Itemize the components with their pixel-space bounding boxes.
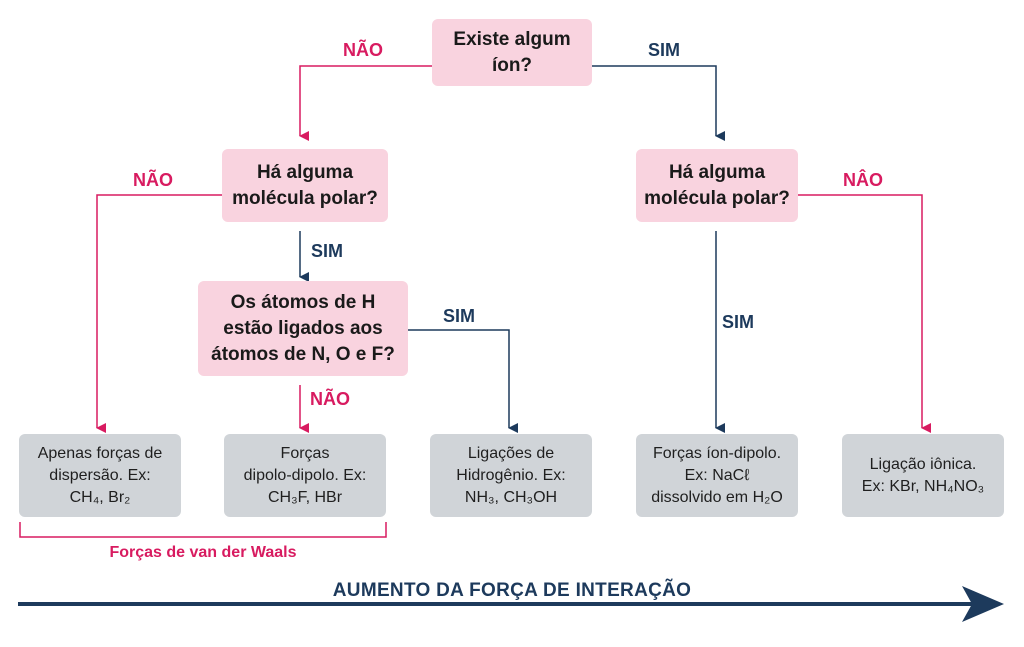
van-der-waals-label: Forças de van der Waals <box>109 544 297 561</box>
label-polar-left-no: NÃO <box>133 170 173 190</box>
result-dipole-line-2: dipolo-dipolo. Ex: <box>243 466 367 484</box>
van-der-waals-bracket <box>19 522 387 538</box>
question-hydrogen: Os átomos de H estão ligados aos átomos … <box>198 281 408 376</box>
result-hbond-line-1: Ligações de <box>467 444 555 462</box>
question-hydrogen-line-3: átomos de N, O e F? <box>211 343 395 365</box>
label-hydrogen-no: NÃO <box>310 389 350 409</box>
result-dipole-line-1: Forças <box>280 444 330 462</box>
question-ion-line-1: Existe algum <box>453 28 571 50</box>
result-ion-dipole-line-2: Ex: NaCℓ <box>684 466 750 484</box>
result-dispersion-line-1: Apenas forças de <box>37 444 163 462</box>
result-ion-dipole: Forças íon-dipolo. Ex: NaCℓ dissolvido e… <box>636 434 798 517</box>
question-ion: Existe algum íon? <box>432 19 592 86</box>
question-polar-right: Há alguma molécula polar? <box>636 149 798 222</box>
question-polar-left-line-1: Há alguma <box>256 161 354 183</box>
question-polar-right-line-2: molécula polar? <box>644 187 790 209</box>
label-hydrogen-yes: SIM <box>443 306 476 326</box>
edge-hydrogen-yes <box>408 329 518 433</box>
question-ion-line-2: íon? <box>491 54 533 76</box>
question-hydrogen-line-1: Os átomos de H <box>230 291 376 313</box>
result-ionic-line-2: Ex: KBr, NH₄NO₃ <box>861 477 985 495</box>
question-polar-right-line-1: Há alguma <box>668 161 766 183</box>
label-polar-right-no: NÂO <box>843 170 883 190</box>
result-ion-dipole-line-1: Forças íon-dipolo. <box>652 444 782 462</box>
label-ion-no: NÃO <box>343 40 383 60</box>
question-polar-left-line-2: molécula polar? <box>232 187 378 209</box>
result-dipole: Forças dipolo-dipolo. Ex: CH₃F, HBr <box>224 434 386 517</box>
result-hbond-line-2: Hidrogênio. Ex: <box>456 466 566 484</box>
label-ion-yes: SIM <box>648 40 681 60</box>
edge-ion-yes <box>592 65 725 141</box>
result-dispersion-line-2: dispersão. Ex: <box>49 466 151 484</box>
result-dispersion-line-3: CH₄, Br₂ <box>69 488 131 506</box>
edge-ion-no <box>299 65 432 141</box>
result-ionic-line-1: Ligação iônica. <box>869 455 977 473</box>
result-dispersion: Apenas forças de dispersão. Ex: CH₄, Br₂ <box>19 434 181 517</box>
question-hydrogen-line-2: estão ligados aos <box>223 317 383 339</box>
result-hbond: Ligações de Hidrogênio. Ex: NH₃, CH₃OH <box>430 434 592 517</box>
result-ion-dipole-line-3: dissolvido em H₂O <box>651 488 783 506</box>
result-ionic: Ligação iônica. Ex: KBr, NH₄NO₃ <box>842 434 1004 517</box>
label-polar-right-yes: SIM <box>722 312 755 332</box>
axis-arrowhead <box>962 586 1004 622</box>
result-hbond-line-3: NH₃, CH₃OH <box>464 488 558 506</box>
label-polar-left-yes: SIM <box>311 241 344 261</box>
result-dipole-line-3: CH₃F, HBr <box>267 488 343 506</box>
edge-polar-right-no <box>797 194 931 433</box>
edge-polar-left-no <box>96 194 222 433</box>
axis-title: AUMENTO DA FORÇA DE INTERAÇÃO <box>332 580 692 601</box>
question-polar-left: Há alguma molécula polar? <box>222 149 388 222</box>
